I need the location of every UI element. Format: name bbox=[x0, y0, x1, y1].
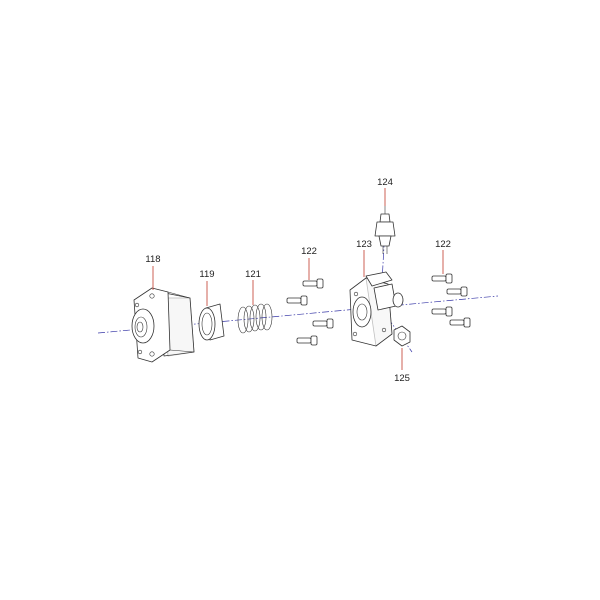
callout-118: 118 bbox=[145, 254, 160, 265]
part-125-nut bbox=[393, 325, 411, 347]
callout-122-left: 122 bbox=[301, 246, 317, 257]
callout-125: 125 bbox=[394, 373, 410, 384]
callout-122-right: 122 bbox=[435, 239, 451, 250]
callout-119: 119 bbox=[199, 269, 214, 280]
part-119-ring bbox=[198, 303, 225, 341]
part-118-housing bbox=[131, 287, 195, 363]
part-123-valve-body bbox=[349, 271, 404, 347]
part-122-screws-left bbox=[286, 278, 334, 346]
axis-125 bbox=[387, 317, 413, 353]
part-121-spring bbox=[237, 303, 273, 334]
callout-124: 124 bbox=[377, 177, 393, 188]
callout-123: 123 bbox=[356, 239, 372, 250]
callout-121: 121 bbox=[245, 269, 261, 280]
part-122-screws-right bbox=[431, 273, 471, 328]
part-124-fitting bbox=[374, 206, 396, 254]
